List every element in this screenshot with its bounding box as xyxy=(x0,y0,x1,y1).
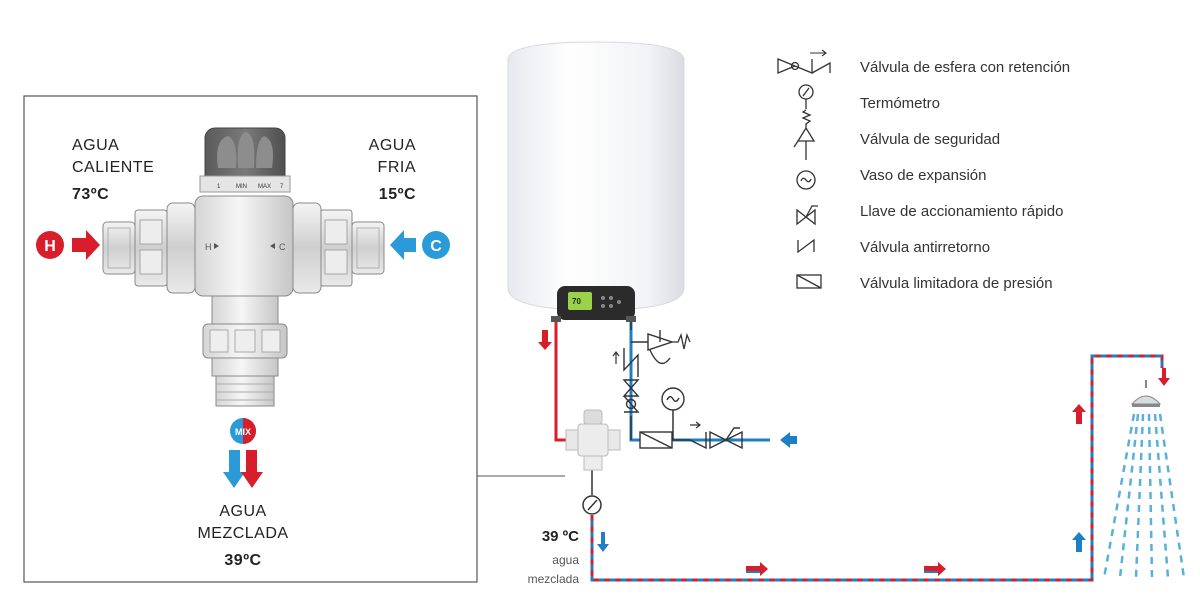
legend-label-safety-valve: Válvula de seguridad xyxy=(860,131,1000,148)
legend-label-ball-valve-check: Válvula de esfera con retención xyxy=(860,59,1070,76)
mixing-valve-detail: AGUA CALIENTE 73ºC AGUA FRIA 15ºC H C xyxy=(23,95,565,583)
legend xyxy=(777,49,831,289)
valve-mark-h: H xyxy=(205,242,212,252)
hot-badge-text: H xyxy=(44,238,56,255)
hot-inlet-icon: H xyxy=(36,230,100,260)
legend-icon-quick-valve xyxy=(796,205,818,226)
installation-symbols xyxy=(612,330,743,450)
mix-badge-text: MIX xyxy=(235,427,251,437)
hot-water-label-1: AGUA xyxy=(72,137,119,154)
installed-mixing-valve-icon xyxy=(565,409,621,471)
cold-badge-text: C xyxy=(430,238,442,255)
legend-label-thermometer: Termómetro xyxy=(860,95,940,112)
hot-water-label-2: CALIENTE xyxy=(72,159,154,176)
shower-spray xyxy=(1102,413,1186,579)
outlet-label-1: agua xyxy=(552,553,579,567)
knob-mark-min: MIN xyxy=(236,184,247,190)
knob-mark-1: 1 xyxy=(217,184,221,190)
legend-label-expansion-vessel: Vaso de expansión xyxy=(860,167,986,184)
mixing-valve-icon: H C 1 MIN MAX 7 xyxy=(102,127,385,407)
legend-icon-ball-valve-check xyxy=(777,49,831,74)
knob-mark-max: MAX xyxy=(258,184,271,190)
water-heater-icon: 70 xyxy=(507,41,685,322)
piping xyxy=(554,322,1164,582)
cold-water-temp: 15ºC xyxy=(379,186,416,203)
legend-icon-pressure-valve xyxy=(796,274,822,289)
outlet-thermometer-icon xyxy=(582,495,602,515)
legend-icon-safety-valve xyxy=(793,109,816,160)
valve-mark-c: C xyxy=(279,242,286,252)
legend-label-pressure-valve: Válvula limitadora de presión xyxy=(860,275,1053,292)
legend-label-quick-valve: Llave de accionamiento rápido xyxy=(860,203,1063,220)
legend-icon-expansion-vessel xyxy=(796,170,816,190)
display-screen xyxy=(568,292,592,310)
legend-icon-check-valve xyxy=(797,238,815,254)
legend-labels: Válvula de esfera con retención Termómet… xyxy=(860,59,1070,292)
outlet-temp: 39 ºC xyxy=(542,528,579,545)
outlet-label-2: mezclada xyxy=(528,572,580,586)
flow-arrows xyxy=(538,330,1170,576)
mixed-water-temp: 39ºC xyxy=(224,552,261,569)
legend-icon-thermometer xyxy=(798,84,814,109)
cold-water-label-1: AGUA xyxy=(369,137,416,154)
mixed-water-label-2: MEZCLADA xyxy=(197,525,288,542)
cold-water-label-2: FRIA xyxy=(378,159,416,176)
display-value: 70 xyxy=(572,297,581,306)
mixed-water-label-1: AGUA xyxy=(219,503,266,520)
cold-inlet-icon: C xyxy=(390,230,450,260)
knob-mark-7: 7 xyxy=(280,184,284,190)
legend-label-check-valve: Válvula antirretorno xyxy=(860,239,990,256)
hot-water-temp: 73ºC xyxy=(72,186,109,203)
mixed-outlet-icon: MIX xyxy=(223,418,263,488)
shower-head-icon xyxy=(1130,380,1162,407)
